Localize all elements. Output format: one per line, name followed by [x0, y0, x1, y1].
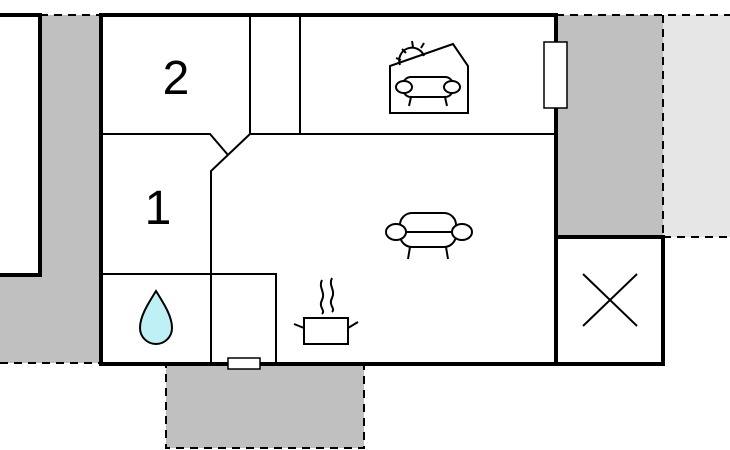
water-drop-icon	[138, 289, 174, 345]
terrace-bottom	[165, 363, 365, 449]
cross-mark-icon	[582, 273, 638, 327]
room-number-2: 2	[163, 52, 190, 105]
outer-walls	[99, 13, 665, 366]
door-bottom	[227, 357, 261, 370]
terrace-left-border	[0, 14, 100, 364]
interior-walls	[101, 15, 556, 364]
adjacent-wall	[0, 13, 42, 277]
terrace-far-right	[663, 15, 730, 237]
room-number-1: 1	[145, 182, 172, 235]
terrace-right-border	[556, 14, 730, 238]
sofa-icon	[385, 212, 473, 260]
terrace-right	[556, 15, 663, 237]
window-right	[543, 41, 568, 109]
sofa-with-sun-icon	[389, 40, 469, 114]
cooking-pot-icon	[293, 277, 359, 345]
